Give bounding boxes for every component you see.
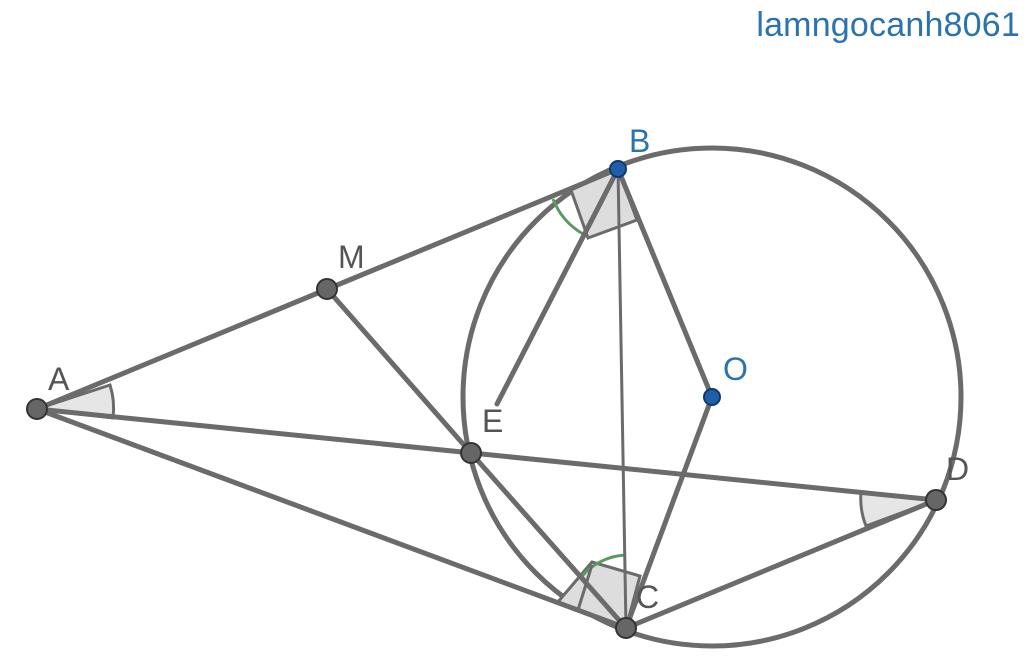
segment-be xyxy=(494,166,621,407)
point-d xyxy=(925,489,947,511)
segment-bo xyxy=(615,166,715,400)
point-c xyxy=(615,617,637,639)
segment-oc xyxy=(623,394,715,631)
angle-b-marker xyxy=(569,166,639,240)
segment-bc xyxy=(616,168,628,629)
point-b xyxy=(609,160,627,178)
circle-o xyxy=(460,145,964,649)
segment-ec xyxy=(468,450,629,631)
label-e: E xyxy=(482,403,503,439)
label-o: O xyxy=(723,351,748,387)
point-e xyxy=(460,442,482,464)
label-b: B xyxy=(629,123,650,159)
segment-ac xyxy=(34,406,629,631)
angle-b-arc xyxy=(551,198,584,236)
label-a: A xyxy=(48,361,70,397)
watermark-text: lamngocanh8061 xyxy=(756,6,1020,44)
point-m xyxy=(316,278,338,300)
point-a xyxy=(26,398,48,420)
label-c: C xyxy=(636,579,659,615)
label-m: M xyxy=(338,239,365,275)
segment-cd xyxy=(623,497,939,631)
angle-c-arc xyxy=(580,553,627,578)
point-o xyxy=(703,388,721,406)
label-d: D xyxy=(946,451,969,487)
segment-me xyxy=(324,286,474,456)
segment-ad xyxy=(34,406,939,503)
segment-c-tick xyxy=(576,564,594,611)
